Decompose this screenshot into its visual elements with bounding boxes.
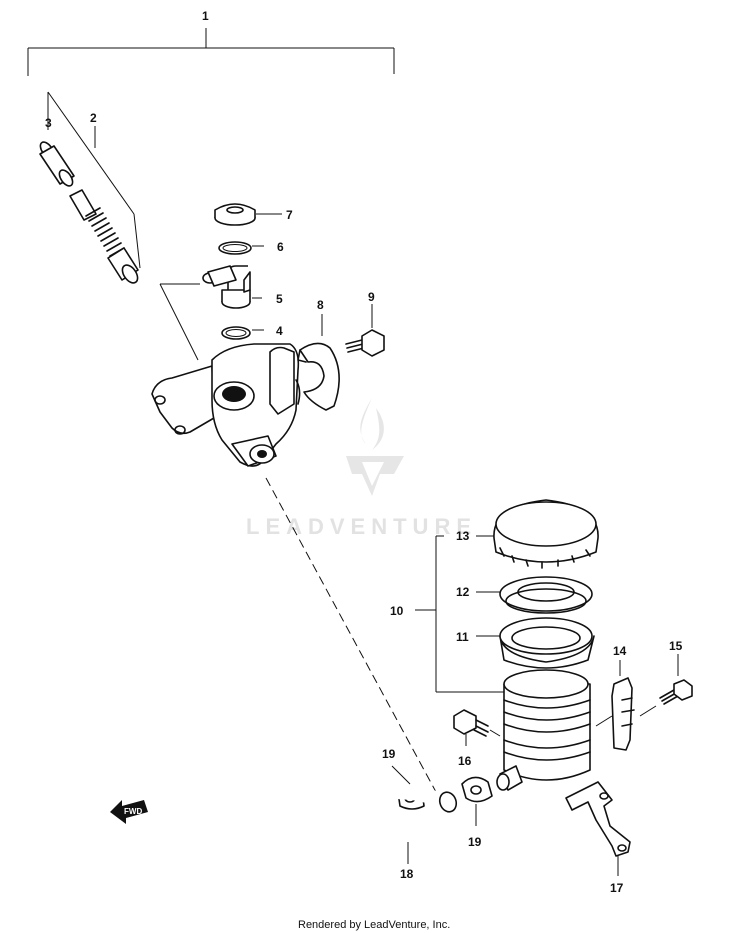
callout-12: 12 <box>456 585 470 599</box>
callout-18: 18 <box>400 867 414 881</box>
callout-5: 5 <box>276 292 283 306</box>
callout-9: 9 <box>368 290 375 304</box>
reservoir-group-bracket <box>415 535 504 693</box>
callout-14: 14 <box>613 644 627 658</box>
part-7-boot <box>214 203 282 226</box>
part-4-o-ring <box>221 326 264 340</box>
part-6-circlip <box>218 241 264 255</box>
callout-7: 7 <box>286 208 293 222</box>
callout-15: 15 <box>669 639 683 653</box>
part-14-bracket <box>595 660 635 751</box>
callout-2: 2 <box>90 111 97 125</box>
footer-credit: Rendered by LeadVenture, Inc. <box>298 919 450 931</box>
part-17-bracket <box>565 781 631 876</box>
callout-16: 16 <box>458 754 472 768</box>
piston-assembly <box>39 91 141 284</box>
part-15-bolt <box>639 654 693 717</box>
callout-17: 17 <box>610 881 624 895</box>
callout-4: 4 <box>276 324 283 338</box>
part-16-bolt <box>453 709 501 746</box>
callout-19-right: 19 <box>468 835 482 849</box>
callout-6: 6 <box>277 240 284 254</box>
master-cylinder-body <box>151 343 301 467</box>
part-8-clamp <box>297 314 340 411</box>
fwd-arrow-icon: FWD <box>110 800 148 824</box>
part-9-bolt <box>345 304 385 357</box>
callout-10: 10 <box>390 604 404 618</box>
part-18-hose <box>352 784 462 864</box>
callout-11: 11 <box>456 630 469 644</box>
reservoir-tank <box>496 669 591 791</box>
assembly-bracket <box>27 28 395 76</box>
callout-8: 8 <box>317 298 324 312</box>
callout-19-left: 19 <box>382 747 396 761</box>
callout-3: 3 <box>45 116 52 130</box>
callout-13: 13 <box>456 529 470 543</box>
part-5-connector <box>202 265 262 309</box>
callout-labels: 1 2 3 7 6 5 4 8 9 13 12 10 11 14 15 16 1… <box>45 9 683 895</box>
part-19-clip-right <box>461 776 493 826</box>
part-12-diaphragm-plate <box>499 576 593 614</box>
watermark-logo <box>346 398 404 496</box>
part-13-reservoir-cap <box>493 499 599 569</box>
callout-1: 1 <box>202 9 209 23</box>
part-11-diaphragm <box>499 617 595 669</box>
fwd-label: FWD <box>124 807 142 816</box>
watermark-text: LEADVENTURE <box>246 514 477 539</box>
